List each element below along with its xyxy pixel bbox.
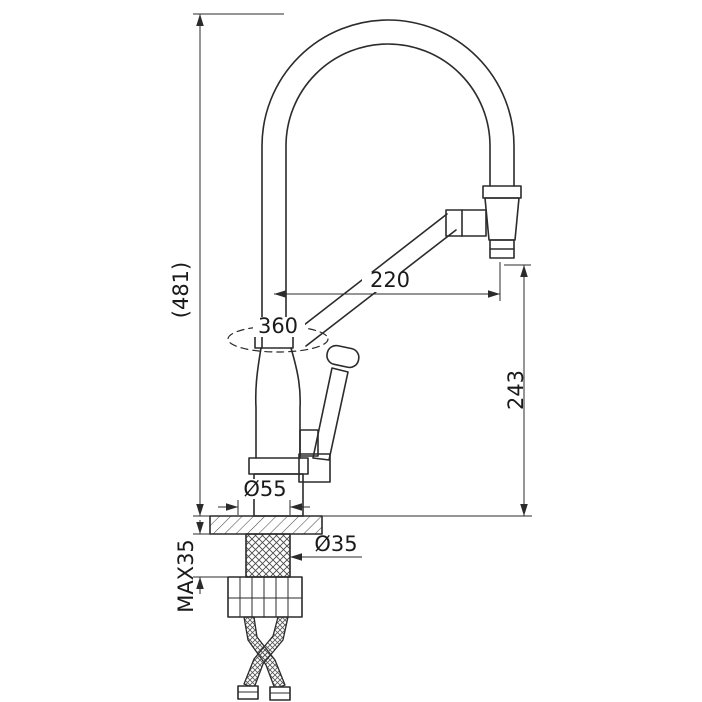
dim-label-swivel-rotation: 360: [258, 314, 298, 338]
dim-label-base-diameter: Ø55: [243, 477, 286, 501]
dimension-labels-group: (481) 220 360 243 Ø55 Ø35 MAX35: [169, 262, 528, 613]
faucet-outline-group: [209, 19, 522, 701]
dim-label-overall-height: (481): [169, 262, 193, 318]
label-mask-spout-reach: [362, 272, 418, 292]
body-right-edge: [290, 347, 301, 459]
label-mask-base-dia: [241, 479, 291, 499]
dim-label-shank-diameter: Ø35: [314, 532, 357, 556]
gooseneck-inner-edge: [285, 43, 491, 333]
dim-label-spout-reach: 220: [370, 268, 410, 292]
support-tube-connector: [445, 209, 487, 237]
handle-bracket: [299, 429, 319, 457]
mounting-nut: [227, 576, 303, 618]
dimension-lines-group: [193, 13, 532, 594]
threaded-shank: [245, 533, 291, 578]
base-plate: [209, 515, 323, 535]
label-mask-swivel: [253, 317, 305, 337]
dim-label-max-deck-thickness: MAX35: [174, 539, 198, 613]
mounting-nut-facets: [227, 576, 303, 618]
body-left-edge: [254, 347, 262, 459]
spray-head-body: [484, 197, 520, 241]
dim-label-outlet-height: 243: [504, 370, 528, 410]
handle-lever: [312, 367, 349, 461]
gooseneck-outer-edge: [261, 19, 515, 349]
supply-hose-right: [243, 616, 289, 689]
spray-head-collar: [482, 185, 522, 199]
handle-knob: [326, 344, 360, 369]
